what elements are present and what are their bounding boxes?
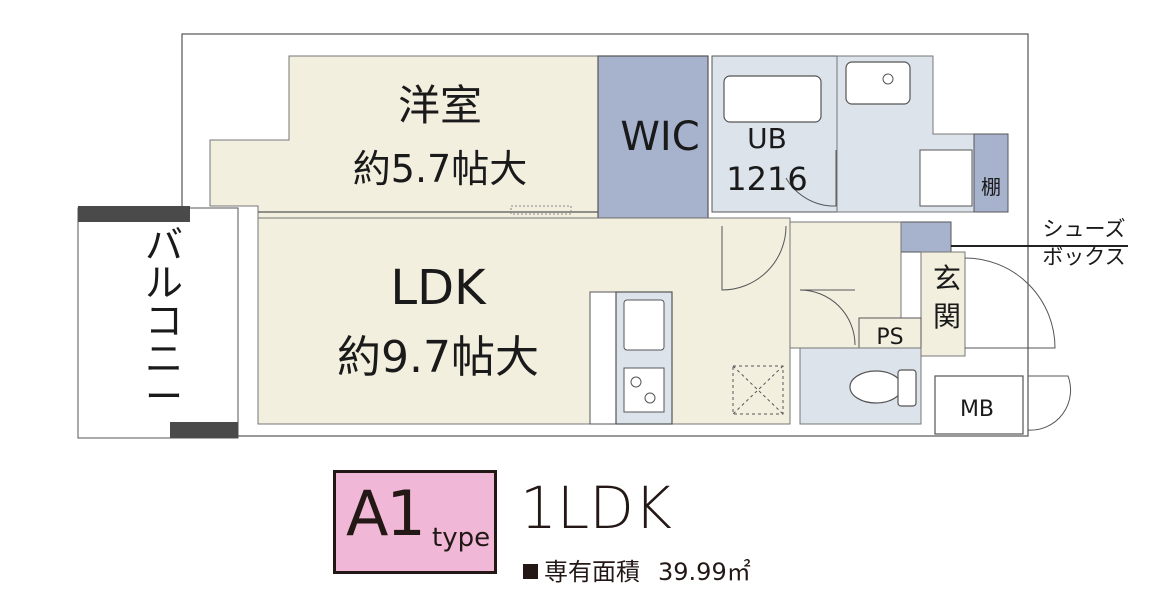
wash-basin (845, 61, 911, 105)
layout-type: 1LDK (520, 474, 672, 542)
exclusive-area: 専有面積 39.99㎡ (523, 557, 751, 587)
shelf-label: 棚 (981, 175, 1001, 199)
fridge-space (732, 365, 784, 415)
entrance-label-1: 玄 (933, 262, 961, 295)
western-room-size: 約5.7帖大 (353, 147, 527, 191)
type-word: type (432, 523, 491, 553)
kitchen-sink (623, 299, 665, 351)
area-label: 専有面積 (544, 558, 640, 586)
ub-size: 1216 (726, 160, 807, 198)
ldk-room (257, 217, 791, 425)
ub-door (785, 150, 837, 207)
pipe-space (858, 317, 922, 353)
balcony-char: ニ (145, 337, 183, 381)
ldk-door (721, 225, 787, 291)
entrance-door (964, 257, 1056, 349)
area-value: 39.99㎡ (658, 558, 751, 586)
mb-label: MB (960, 397, 994, 422)
ldk-size: 約9.7帖大 (337, 332, 539, 383)
balcony-rail-top (78, 206, 190, 222)
mb-door (1027, 375, 1072, 431)
basin-drain (882, 73, 894, 85)
closet-vent (510, 205, 572, 215)
stove (623, 367, 665, 413)
type-letter: A1 (346, 477, 426, 550)
entrance-label-2: 関 (933, 300, 961, 333)
shoe-box-label-1: シューズ (1043, 217, 1126, 241)
burner-icon (630, 376, 642, 388)
balcony-char: コ (145, 299, 183, 343)
shoe-box (900, 221, 952, 253)
ldk-name: LDK (390, 260, 487, 316)
shelf (973, 133, 1009, 213)
wic-label: WIC (620, 114, 699, 160)
washing-machine-space (919, 149, 973, 207)
ps-label: PS (876, 325, 903, 350)
ub-label: UB (747, 122, 787, 155)
shoe-box-label-2: ボックス (1042, 245, 1125, 269)
balcony-char: ー (145, 375, 183, 419)
western-room-name: 洋室 (398, 81, 482, 130)
toilet-tank (897, 369, 917, 407)
balcony-char: バ (145, 223, 183, 267)
balcony-rail-bottom (170, 422, 238, 438)
kitchen-counter (589, 291, 617, 425)
burner-icon (644, 392, 656, 404)
entrance (920, 251, 966, 357)
toilet-bowl (849, 370, 903, 404)
balcony (77, 207, 239, 439)
balcony-char: ル (145, 261, 183, 305)
toilet-door (799, 289, 856, 346)
bathtub (723, 75, 822, 123)
floor-plan: 洋室 約5.7帖大 WIC UB 1216 棚 シューズ ボックス 玄 関 LD… (77, 33, 1128, 439)
meter-box (934, 375, 1024, 435)
unit-type-badge: A1 type (333, 470, 497, 574)
bullet-square-icon (523, 564, 538, 579)
